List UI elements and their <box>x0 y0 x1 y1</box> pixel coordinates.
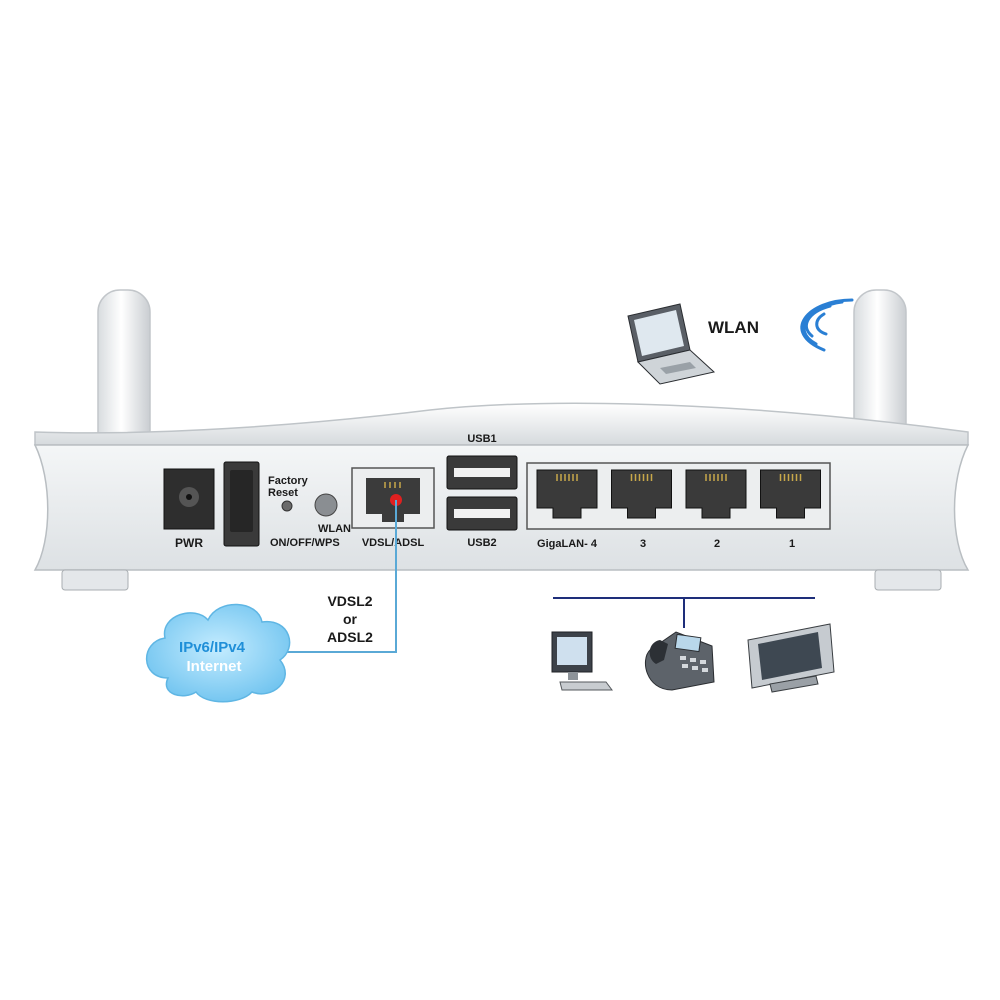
lan-port-2-label: 2 <box>714 538 720 550</box>
lan-port-3-label: 3 <box>640 538 646 550</box>
pwr-label: PWR <box>175 536 203 550</box>
factory-reset-label-line1: Factory <box>268 475 309 487</box>
wlan-button-label-line1: WLAN <box>318 523 351 535</box>
vdsl-adsl-port[interactable] <box>351 467 435 529</box>
lan-port-2[interactable] <box>685 469 747 519</box>
power-switch[interactable] <box>223 461 260 547</box>
usb1-label: USB1 <box>467 433 496 445</box>
router-top-cover <box>34 402 969 446</box>
wlan-button-label-line2: ON/OFF/WPS <box>270 537 340 549</box>
laptop-icon <box>627 303 716 385</box>
desktop-computer-icon <box>551 631 613 691</box>
cloud-label-line1: IPv6/IPv4 <box>179 639 246 656</box>
router-foot-left <box>61 569 129 591</box>
factory-reset-button[interactable] <box>281 500 293 512</box>
wifi-waves-icon <box>800 298 854 352</box>
tv-monitor-icon <box>747 623 835 693</box>
cloud-icon <box>145 603 291 703</box>
cloud-label-line2: Internet <box>186 658 241 675</box>
lan-port-3[interactable] <box>611 469 672 519</box>
lan-port-4-label: GigaLAN- 4 <box>537 538 598 550</box>
vdsl-adsl-label: VDSL/ADSL <box>362 537 425 549</box>
lan-port-4[interactable] <box>536 469 598 519</box>
router-foot-right <box>874 569 942 591</box>
ip-phone-icon <box>644 631 715 691</box>
usb2-label: USB2 <box>467 537 496 549</box>
factory-reset-label-line2: Reset <box>268 487 298 499</box>
connection-label-line3: ADSL2 <box>327 629 373 645</box>
connection-label-line1: VDSL2 <box>327 593 372 609</box>
wlan-label: WLAN <box>708 318 759 337</box>
usb2-port[interactable] <box>446 496 518 531</box>
usb1-port[interactable] <box>446 455 518 490</box>
vdsl-cable <box>282 500 397 653</box>
power-jack[interactable] <box>163 468 215 530</box>
lan-port-1[interactable] <box>760 469 821 519</box>
connection-label-line2: or <box>343 611 358 627</box>
wlan-wps-button[interactable] <box>314 493 338 517</box>
lan-port-1-label: 1 <box>789 538 795 550</box>
